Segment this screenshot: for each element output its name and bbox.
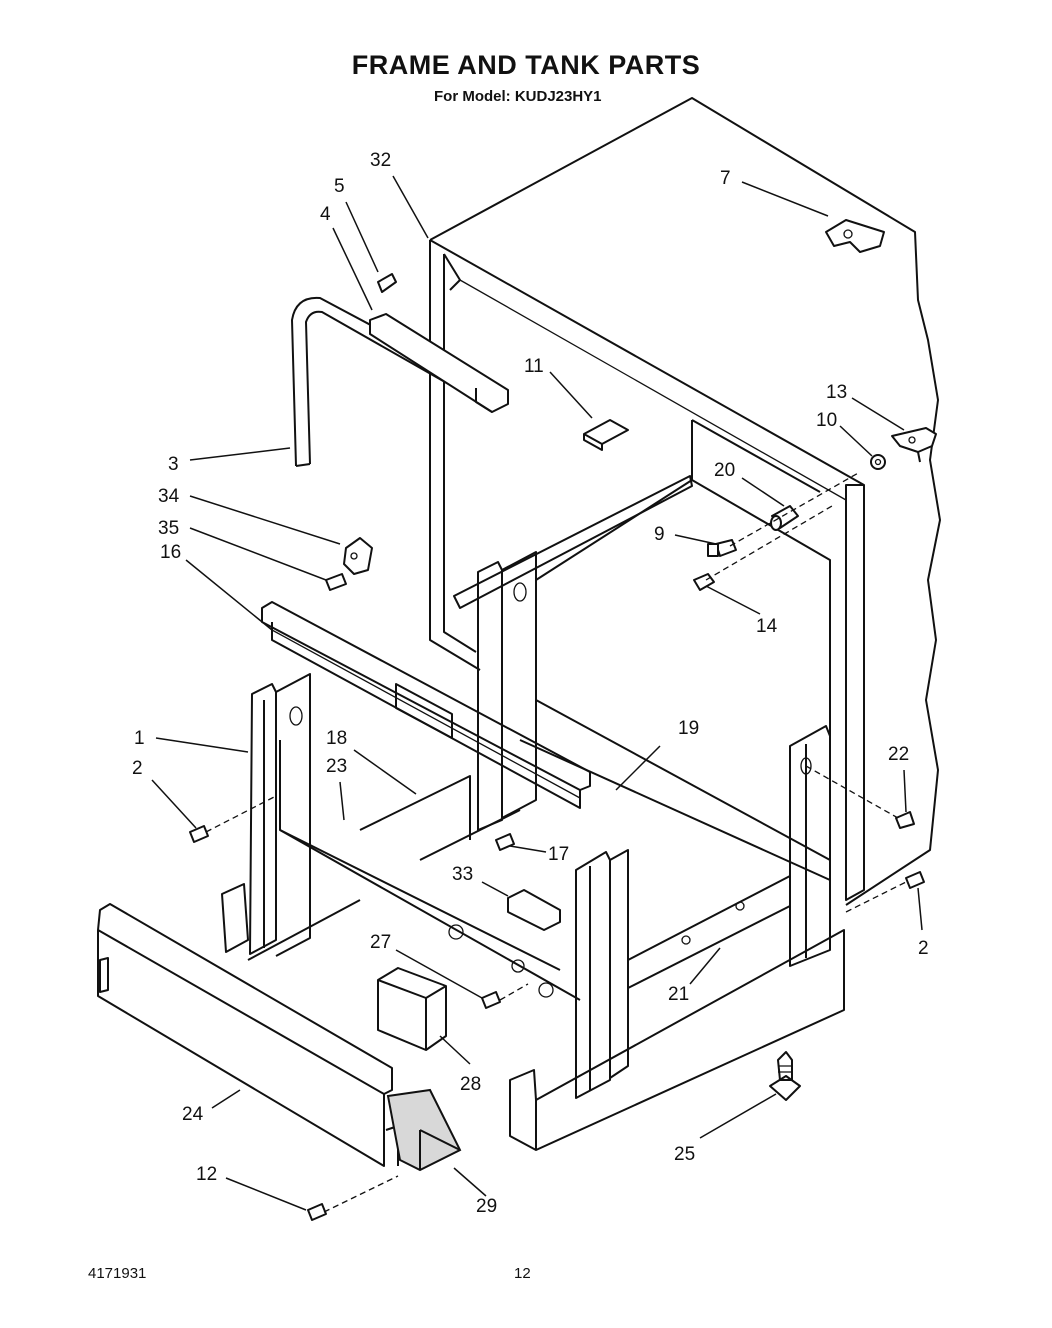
strip-part-4	[369, 313, 509, 413]
frame-upright-left	[453, 475, 693, 831]
document-number: 4171931	[88, 1265, 147, 1282]
page-number: 12	[514, 1265, 531, 1282]
callout-22: 22	[888, 744, 909, 765]
bracket-part-11	[583, 419, 629, 451]
screw-part-27	[481, 991, 501, 1009]
screw-part-12	[307, 1203, 327, 1221]
callout-13: 13	[826, 382, 847, 403]
page-title: FRAME AND TANK PARTS	[351, 50, 701, 80]
frame-upright-right-front	[575, 849, 629, 1099]
tank-outer-wall	[429, 97, 941, 906]
pin-part-5	[377, 273, 397, 293]
callout-2-right: 2	[918, 938, 929, 959]
callout-14: 14	[756, 616, 778, 637]
callout-16: 16	[160, 542, 181, 563]
clamp-part-34	[343, 537, 373, 575]
callout-10: 10	[816, 410, 837, 431]
callout-9: 9	[654, 524, 665, 545]
callout-19: 19	[678, 718, 699, 739]
bolt-part-9	[707, 539, 737, 557]
screw-part-17	[495, 833, 515, 851]
callout-27: 27	[370, 932, 391, 953]
screw-part-2-right	[905, 871, 925, 889]
rail-part-16	[261, 601, 591, 809]
callout-33: 33	[452, 864, 473, 885]
callout-17: 17	[548, 844, 569, 865]
callout-34: 34	[158, 486, 180, 507]
screw-part-2-left	[189, 825, 209, 843]
callout-3: 3	[168, 454, 179, 475]
base-tray-part-18	[247, 740, 581, 1001]
callout-11: 11	[524, 356, 544, 377]
screw-part-14	[693, 573, 715, 591]
leader-lines	[151, 175, 923, 1211]
callout-4: 4	[320, 204, 331, 225]
screw-part-35	[325, 573, 347, 591]
callout-labels: 32 5 4 7 11 13 10 3 20 34 35 9 16 14 1 1…	[132, 150, 929, 1217]
callout-7: 7	[720, 168, 731, 189]
callout-18: 18	[326, 728, 347, 749]
callout-32: 32	[370, 150, 391, 171]
nut-part-10	[870, 454, 886, 470]
screw-part-22	[895, 811, 915, 829]
cross-member-part-19	[519, 699, 831, 881]
callout-1: 1	[134, 728, 145, 749]
block-part-28	[377, 967, 447, 1051]
callout-23: 23	[326, 756, 347, 777]
callout-2-left: 2	[132, 758, 143, 779]
frame-upright-right-rear	[789, 725, 831, 967]
callout-20: 20	[714, 460, 735, 481]
callout-28: 28	[460, 1074, 481, 1095]
base-front-plate	[509, 929, 845, 1151]
pad-part-33	[507, 889, 561, 931]
leveling-leg-part-25	[769, 1051, 801, 1101]
callout-21: 21	[668, 984, 689, 1005]
insulation-part-29	[386, 1088, 462, 1172]
frame-side-part-1	[221, 673, 311, 957]
callout-25: 25	[674, 1144, 695, 1165]
toe-panel-part-24	[97, 903, 399, 1167]
callout-29: 29	[476, 1196, 497, 1217]
callout-12: 12	[196, 1164, 217, 1185]
callout-24: 24	[182, 1104, 204, 1125]
callout-5: 5	[334, 176, 345, 197]
alignment-lines	[205, 471, 907, 1213]
base-rail-part-21	[627, 875, 791, 989]
clip-part-7	[825, 219, 885, 253]
bracket-part-13	[891, 427, 937, 463]
model-subtitle: For Model: KUDJ23HY1	[434, 88, 602, 105]
callout-35: 35	[158, 518, 179, 539]
